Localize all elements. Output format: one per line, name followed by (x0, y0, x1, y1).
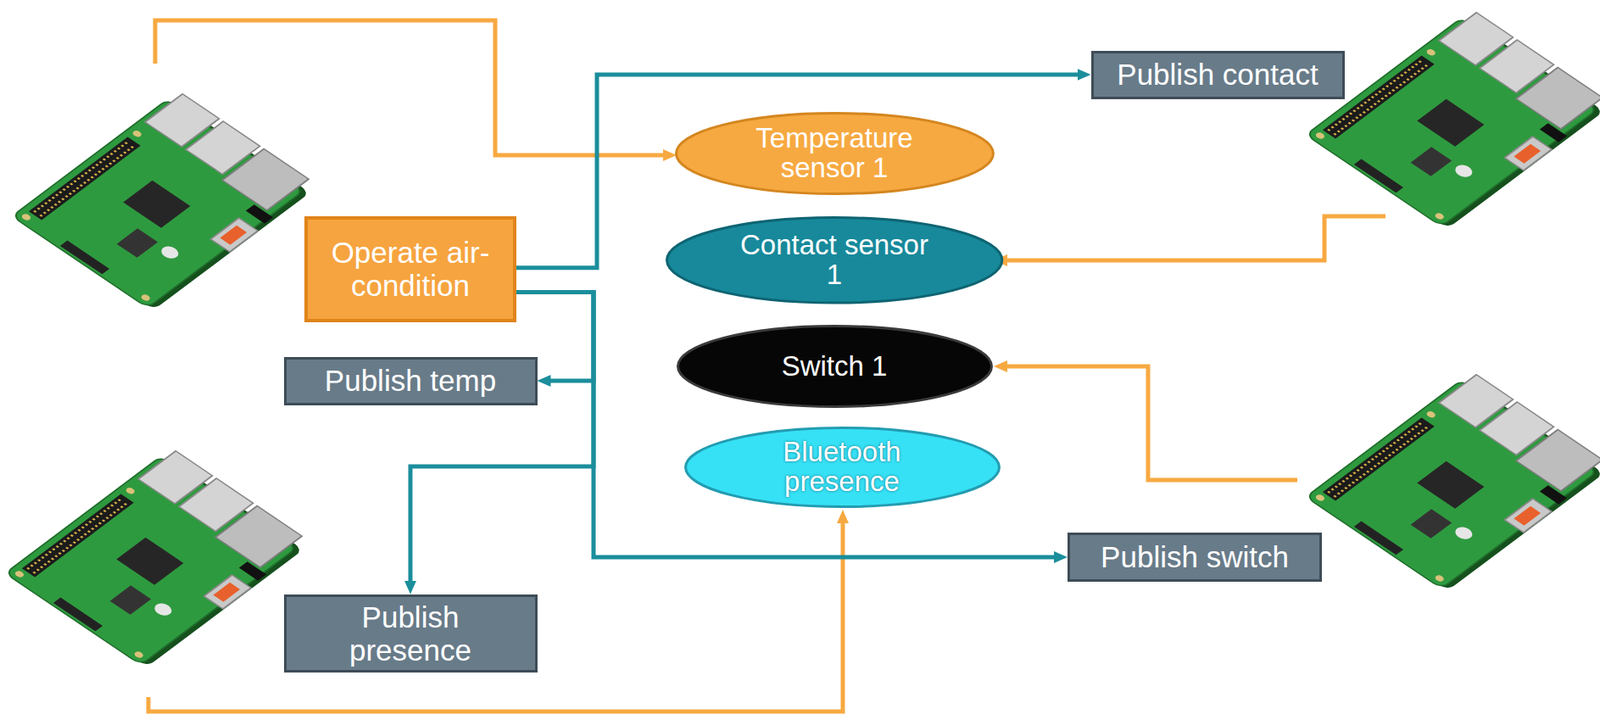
node-text: Bluetooth presence (744, 437, 940, 497)
node-label: Publish presence (308, 600, 513, 667)
sensor-wire (148, 516, 843, 712)
presence-ellipse: Bluetooth presence (684, 426, 1001, 508)
node-label: Publish temp (324, 363, 497, 397)
process-box: Operate air-condition (304, 216, 517, 323)
node-label: Contact sensor 1 (736, 230, 932, 290)
node-text: Publish switch (1100, 540, 1289, 574)
ellipse-shape (677, 326, 992, 407)
switch-ellipse: Switch 1 (676, 324, 993, 408)
sensor-wire (1000, 216, 1386, 261)
node-text: Publish temp (324, 363, 497, 397)
ellipse-shape (685, 428, 999, 508)
ellipse-shape (666, 217, 1002, 304)
node-text: Switch 1 (781, 351, 888, 382)
publish-box: Publish presence (284, 594, 538, 673)
publish-box: Publish contact (1091, 50, 1345, 100)
node-text: Operate air-condition (321, 235, 500, 302)
node-label: Bluetooth presence (744, 437, 940, 497)
node-text: Contact sensor 1 (736, 230, 932, 290)
raspberry-pi (1305, 9, 1600, 229)
connector-arrow (516, 292, 1061, 558)
publish-box: Publish temp (284, 356, 538, 406)
ellipse-shape (675, 112, 993, 194)
node-text: Publish presence (308, 600, 513, 667)
node-label: Publish switch (1100, 540, 1289, 574)
sensor-wires (148, 20, 1386, 712)
raspberry-pi (1305, 371, 1600, 591)
node-text: Temperature sensor 1 (736, 123, 932, 183)
raspberry-pi (11, 90, 319, 311)
connector-group (410, 74, 1085, 588)
connector-arrow (410, 292, 594, 588)
publish-box: Publish switch (1067, 532, 1322, 582)
node-label: Publish contact (1116, 57, 1318, 91)
node-text: Publish contact (1116, 57, 1318, 91)
sensor-ellipse: Contact sensor 1 (665, 216, 1004, 305)
sensor-ellipse: Temperature sensor 1 (674, 111, 995, 196)
node-label: Temperature sensor 1 (736, 123, 932, 183)
node-label: Switch 1 (781, 351, 888, 382)
raspberry-pi (5, 447, 313, 668)
sensor-wire (155, 20, 670, 156)
sensor-wire (1000, 366, 1298, 480)
node-label: Operate air-condition (321, 235, 500, 302)
